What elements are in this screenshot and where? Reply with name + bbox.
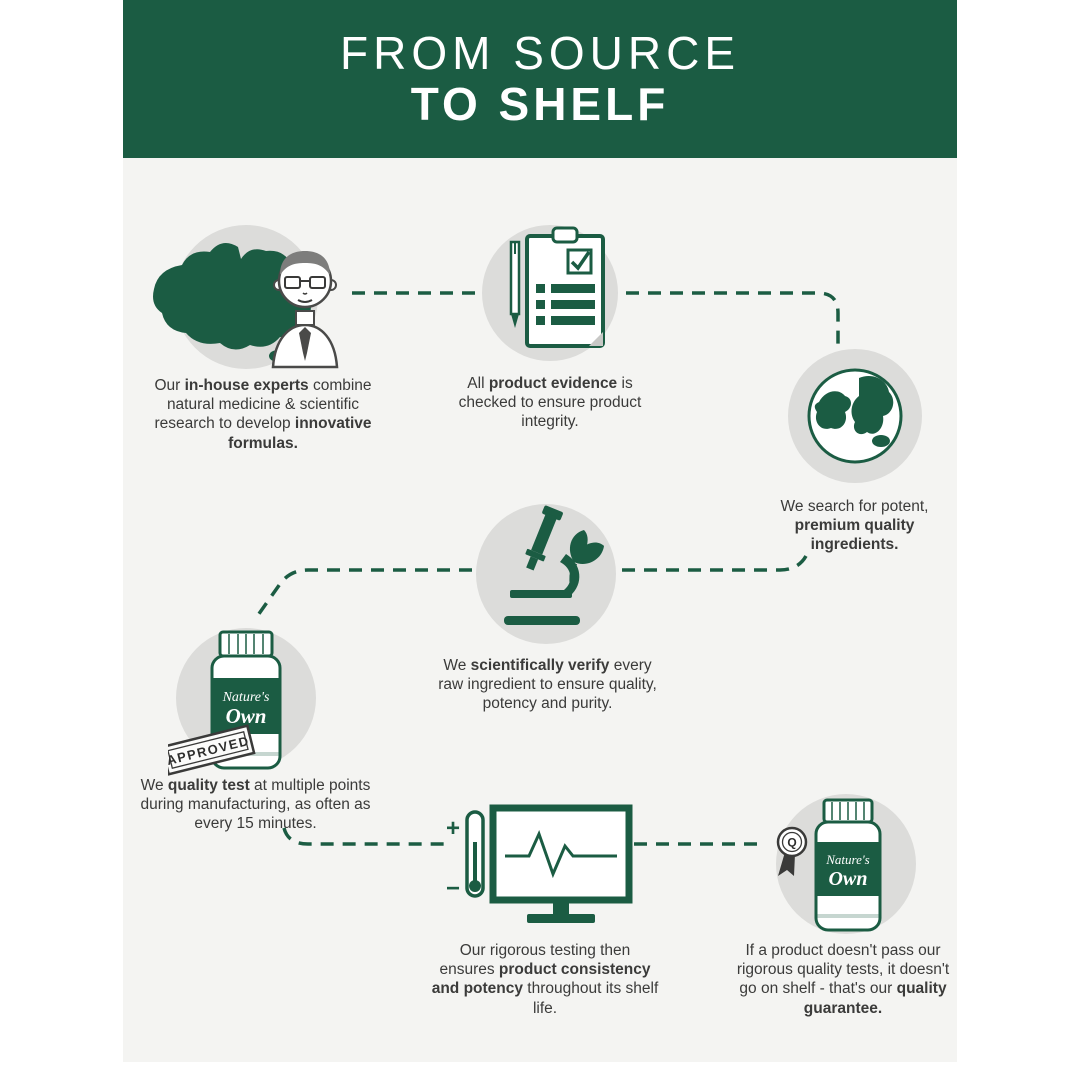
pen — [509, 240, 521, 328]
bottle-brand-line2: Own — [226, 704, 267, 728]
monitor — [489, 804, 633, 923]
leaf-sprig — [569, 530, 604, 586]
step-caption-ingredients: We search for potent, premium quality in… — [780, 498, 929, 554]
page-title-line1: FROM SOURCE — [340, 27, 740, 80]
thermometer — [465, 810, 485, 898]
award-bottle-icon: Nature's Own Q — [768, 786, 924, 942]
clipboard-checklist-icon — [465, 206, 635, 376]
step-caption-evidence: All product evidence is checked to ensur… — [458, 375, 642, 431]
approved-bottle-icon: Nature's Own APPROVED — [160, 620, 324, 776]
expert-figure — [271, 251, 339, 369]
thermometer-plus: + — [446, 815, 460, 842]
product-bottle: Nature's Own — [814, 798, 882, 932]
globe-icon — [785, 346, 925, 486]
svg-text:Q: Q — [787, 836, 796, 850]
bottle-brand-line1: Nature's — [825, 852, 869, 867]
australia-map — [153, 243, 311, 350]
clipboard — [525, 226, 605, 348]
monitor-pulse-icon: + − — [435, 800, 665, 932]
header-banner: FROM SOURCE TO SHELF — [123, 0, 957, 158]
bottle-brand-line2: Own — [829, 868, 868, 890]
step-caption-guarantee: If a product doesn't pass our rigorous q… — [736, 942, 950, 1017]
step-caption-quality-test: We quality test at multiple points durin… — [140, 777, 371, 833]
bottle-brand-line1: Nature's — [222, 690, 270, 705]
page-title-line2: TO SHELF — [410, 78, 670, 130]
australia-map-expert-icon — [140, 225, 370, 375]
step-caption-consistency: Our rigorous testing then ensures produc… — [431, 942, 659, 1017]
microscope-leaf-icon — [468, 500, 624, 652]
thermometer-minus: − — [446, 875, 460, 902]
step-caption-experts: Our in-house experts combine natural med… — [154, 377, 372, 452]
step-caption-verify: We scientifically verify every raw ingre… — [438, 657, 657, 713]
award-ribbon-badge: Q — [776, 826, 808, 876]
